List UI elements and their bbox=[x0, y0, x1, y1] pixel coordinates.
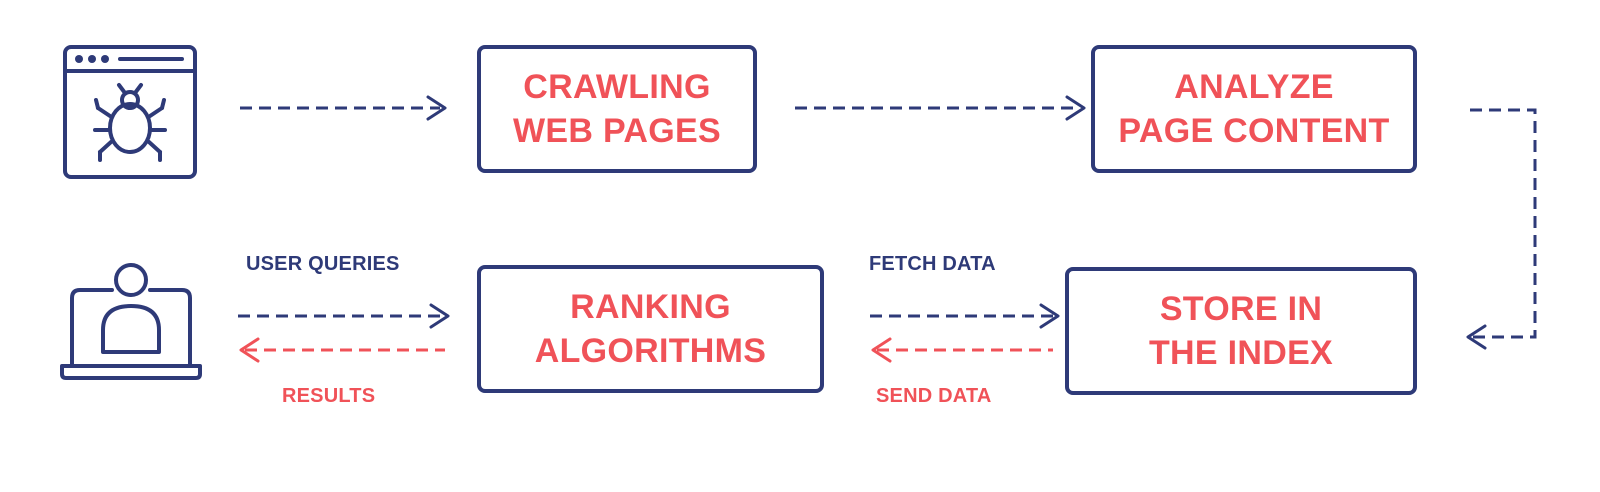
arrowhead-store bbox=[1466, 324, 1487, 350]
crawling-web-pages-box: CRAWLING WEB PAGES bbox=[477, 45, 757, 173]
browser-bug-icon bbox=[63, 45, 197, 179]
arrowhead-results bbox=[239, 337, 260, 363]
arrowhead-fetch-data bbox=[1039, 303, 1060, 329]
crawling-line-2: WEB PAGES bbox=[513, 112, 721, 150]
send-data-label: SEND DATA bbox=[876, 385, 992, 407]
arrowhead-user-queries bbox=[429, 303, 450, 329]
store-in-index-label: STORE IN THE INDEX bbox=[1149, 287, 1333, 375]
crawling-line-1: CRAWLING bbox=[523, 68, 711, 106]
fetch-data-label: FETCH DATA bbox=[869, 253, 996, 275]
store-in-index-box: STORE IN THE INDEX bbox=[1065, 267, 1417, 395]
analyze-line-1: ANALYZE bbox=[1174, 68, 1334, 106]
arrow-analyze-to-store bbox=[1470, 108, 1537, 339]
store-line-2: THE INDEX bbox=[1148, 334, 1334, 372]
store-line-1: STORE IN bbox=[1159, 290, 1323, 328]
ranking-line-2: ALGORITHMS bbox=[534, 332, 767, 370]
analyze-line-2: PAGE CONTENT bbox=[1118, 112, 1390, 150]
crawling-web-pages-label: CRAWLING WEB PAGES bbox=[513, 65, 721, 153]
results-label: RESULTS bbox=[282, 385, 376, 407]
ranking-algorithms-label: RANKING ALGORITHMS bbox=[535, 285, 767, 373]
user-queries-label: USER QUERIES bbox=[246, 253, 400, 275]
ranking-line-1: RANKING bbox=[570, 288, 731, 326]
analyze-page-content-label: ANALYZE PAGE CONTENT bbox=[1118, 65, 1389, 153]
arrowhead-send-data bbox=[871, 337, 892, 363]
arrowhead-crawling bbox=[426, 95, 447, 121]
user-laptop-icon bbox=[60, 263, 202, 380]
arrowhead-analyze bbox=[1065, 95, 1086, 121]
analyze-page-content-box: ANALYZE PAGE CONTENT bbox=[1091, 45, 1417, 173]
ranking-algorithms-box: RANKING ALGORITHMS bbox=[477, 265, 824, 393]
